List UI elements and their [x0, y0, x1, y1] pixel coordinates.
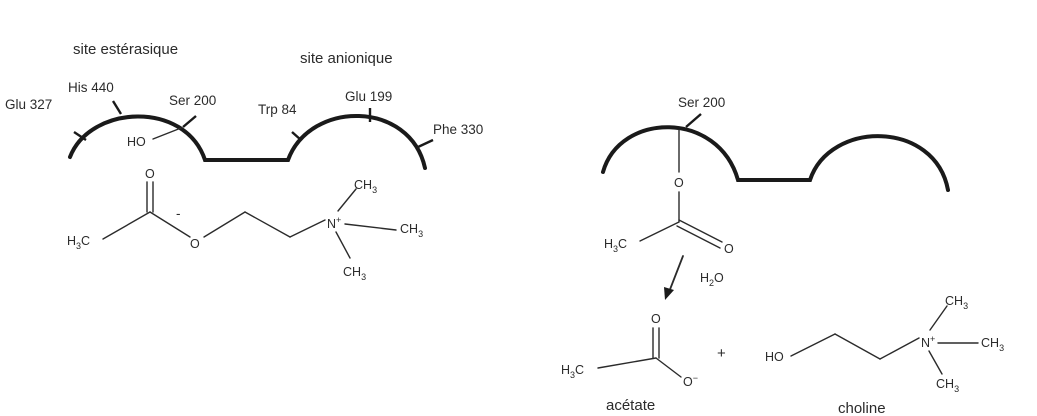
acetylcholine-nitrogen: N+ — [327, 215, 341, 231]
right-panel: Ser 200 O H3C O H2O O H3C O− acétate + H… — [561, 95, 1004, 416]
acyl-methyl: H3C — [604, 237, 627, 254]
serine-ho-bond — [152, 127, 182, 140]
enzyme-surface-left — [68, 114, 427, 170]
acetate-bond-o-minus — [655, 357, 682, 378]
choline-ch3-right: CH3 — [981, 336, 1004, 353]
acetylcholine-methyl: H3C — [67, 234, 90, 251]
hydrolysis-arrow-head — [664, 287, 674, 300]
acetate-oxygen-top: O — [651, 312, 661, 326]
phe330-tick — [417, 138, 434, 149]
glu327-tick — [73, 131, 87, 141]
hydrolysis-arrow-shaft — [668, 255, 684, 293]
partial-charge-minus: - — [176, 206, 181, 221]
acyl-link-oxygen: O — [674, 176, 684, 190]
choline-molecule: HO N+ CH3 CH3 CH3 choline — [765, 294, 1004, 416]
choline-bond-n-ch3-bottom — [928, 350, 943, 375]
trp84-tick — [291, 131, 302, 141]
ser200-tick — [182, 115, 197, 128]
choline-hydroxyl: HO — [765, 350, 784, 364]
choline-label: choline — [838, 400, 886, 416]
bond-methyl-carbonyl — [102, 211, 151, 240]
ser200-label-right: Ser 200 — [678, 95, 725, 110]
acetate-label: acétate — [606, 397, 655, 414]
choline-ch3-top: CH3 — [945, 294, 968, 311]
acetylcholine-ch3-top: CH3 — [354, 178, 377, 195]
his440-tick — [111, 100, 123, 115]
acetylcholine-ch3-bottom: CH3 — [343, 265, 366, 282]
bond-ch2-n — [289, 219, 326, 238]
site-esterasique-label: site estérasique — [73, 41, 178, 58]
left-panel: site estérasique site anionique Glu 327 … — [5, 41, 483, 282]
bond-n-ch3-bottom — [335, 231, 351, 259]
choline-ch3-bottom: CH3 — [936, 377, 959, 394]
bond-ch2-ch2 — [244, 211, 291, 238]
choline-nitrogen: N+ — [921, 334, 935, 350]
plus-sign: + — [717, 345, 726, 362]
enzyme-surface-right — [601, 125, 950, 192]
acetylcholine-ester-oxygen: O — [190, 237, 200, 251]
ser200-tick-right — [685, 113, 702, 128]
choline-bond-n-ch3-top — [929, 305, 948, 331]
bond-n-ch3-top — [337, 188, 357, 212]
phe330-label: Phe 330 — [433, 122, 483, 137]
bond-c-o-double-1 — [678, 219, 723, 243]
acyl-carbonyl-oxygen: O — [724, 242, 734, 256]
bond-n-ch3-right — [344, 223, 397, 231]
acetylcholine-ch3-right: CH3 — [400, 222, 423, 239]
acetylcholine-molecule: H3C O O - N+ CH3 CH3 CH3 — [67, 167, 423, 282]
bond-carbonyl-ester-o — [149, 211, 191, 238]
acetate-bond-methyl — [597, 357, 657, 369]
ser200-label: Ser 200 — [169, 93, 216, 108]
trp84-label: Trp 84 — [258, 102, 297, 117]
bond-c-o-double-2 — [676, 225, 721, 249]
acetylcholine-carbonyl-oxygen: O — [145, 167, 155, 181]
acetate-molecule: O H3C O− acétate — [561, 312, 698, 414]
choline-bond-ch2-n — [879, 337, 920, 360]
glu199-label: Glu 199 — [345, 89, 392, 104]
acetate-oxygen-minus: O− — [683, 373, 698, 389]
site-anionique-label: site anionique — [300, 50, 393, 67]
serine-hydroxyl: HO — [127, 135, 146, 149]
choline-bond-ch2-ch2 — [834, 333, 881, 360]
bond-methyl-c-right — [639, 221, 680, 242]
water-label: H2O — [700, 271, 724, 288]
bond-ester-o-ch2 — [203, 211, 246, 238]
glu327-label: Glu 327 — [5, 97, 52, 112]
his440-label: His 440 — [68, 80, 114, 95]
acetate-methyl: H3C — [561, 363, 584, 380]
choline-bond-ho-ch2 — [790, 333, 836, 357]
